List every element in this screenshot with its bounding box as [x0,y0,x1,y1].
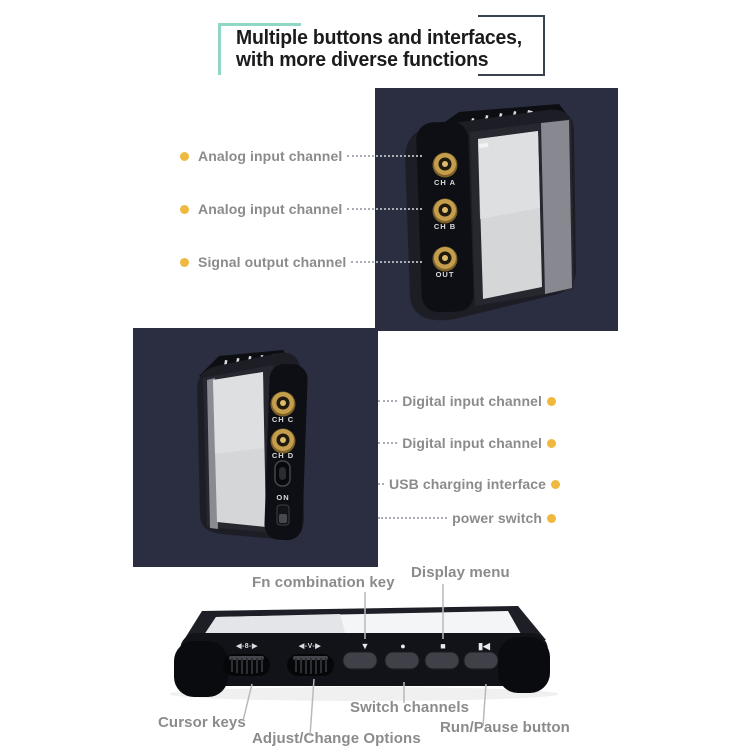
page-title-line1: Multiple buttons and interfaces, [236,27,522,49]
port-label-ch-c: CH C [272,415,294,424]
callout-analog-input-1: Analog input channel [180,146,422,166]
usb-c-port [274,460,291,487]
right-corner-bumper [498,637,550,693]
device-shadow [169,687,559,701]
dash-line [378,517,448,519]
callout-run-pause-button: Run/Pause button [440,719,570,736]
callout-switch-channels: Switch channels [350,699,470,716]
channel-key-icon: ● [400,641,405,651]
callout-label: Digital input channel [402,435,542,451]
callout-digital-input-2: Digital input channel [378,433,556,453]
callout-fn-combination-key: Fn combination key [252,574,395,591]
switch-channels-button [384,651,420,670]
page-title: Multiple buttons and interfaces, with mo… [236,27,522,71]
bnc-connector-ch-a [432,152,458,178]
fn-key-icon: ▼ [361,641,370,651]
callout-label: Signal output channel [198,254,347,270]
bnc-connector-ch-d [270,428,296,454]
menu-key-icon: ■ [440,641,445,651]
port-label-out: OUT [436,270,455,279]
adjust-wheel-mark: ◀-V-▶ [298,643,321,650]
bullet-icon [547,513,556,523]
callout-usb-charging: USB charging interface [378,474,561,494]
port-label-ch-a: CH A [434,178,456,187]
run-pause-button [463,651,499,670]
page-title-line2: with more diverse functions [236,49,489,71]
display-menu-button [424,651,460,670]
bullet-icon [180,151,189,161]
callout-adjust-change-options: Adjust/Change Options [252,730,421,747]
oscilloscope-left-view: CH A CH B OUT [405,104,576,321]
dash-line [351,261,422,263]
oscilloscope-right-view: CH C CH D ON [197,350,308,541]
screen-shade [202,614,346,638]
bnc-connector-out [432,246,458,272]
dash-line [347,208,422,210]
left-corner-bumper [174,641,228,697]
callout-label: Analog input channel [198,148,343,164]
bullet-icon [547,438,556,448]
callout-digital-input-1: Digital input channel [378,391,556,411]
cursor-wheel-mark: ◀-8-▶ [235,643,258,650]
callout-label: USB charging interface [389,476,547,492]
screen-sheen [478,131,540,219]
dash-line [378,483,384,485]
screen-sheen [213,372,264,454]
bnc-connector-ch-b [432,198,458,224]
bullet-icon [180,204,189,214]
run-pause-key-icon: ▮◀ [478,641,491,651]
callout-signal-output: Signal output channel [180,252,422,272]
callout-cursor-keys: Cursor keys [158,714,246,731]
middle-device-photo: CH C CH D ON [133,328,378,567]
callout-label: power switch [452,510,542,526]
dash-line [378,442,398,444]
bullet-icon [180,257,189,267]
callout-power-switch: power switch [378,508,556,528]
bullet-icon [551,479,561,489]
power-label-on: ON [276,493,289,502]
callout-analog-input-2: Analog input channel [180,199,422,219]
oscilloscope-bottom-edge-view: ◀-8-▶ ◀-V-▶ ▼ ● ■ ▮◀ [169,606,559,701]
callout-label: Digital input channel [402,393,542,409]
title-accent-bracket [218,23,301,75]
bullet-icon [547,396,556,406]
callout-label: Analog input channel [198,201,343,217]
bnc-connector-ch-c [270,391,296,417]
screen-side-border [541,120,572,294]
cursor-wheel [223,654,270,676]
callout-display-menu: Display menu [411,564,510,581]
power-switch [276,504,290,526]
dash-line [378,400,398,402]
title-dark-bracket [478,15,545,76]
screen-logo [479,142,489,148]
adjust-wheel [287,654,334,676]
fn-button [342,651,378,670]
port-label-ch-d: CH D [272,451,294,460]
dash-line [347,155,422,157]
port-label-ch-b: CH B [434,222,456,231]
